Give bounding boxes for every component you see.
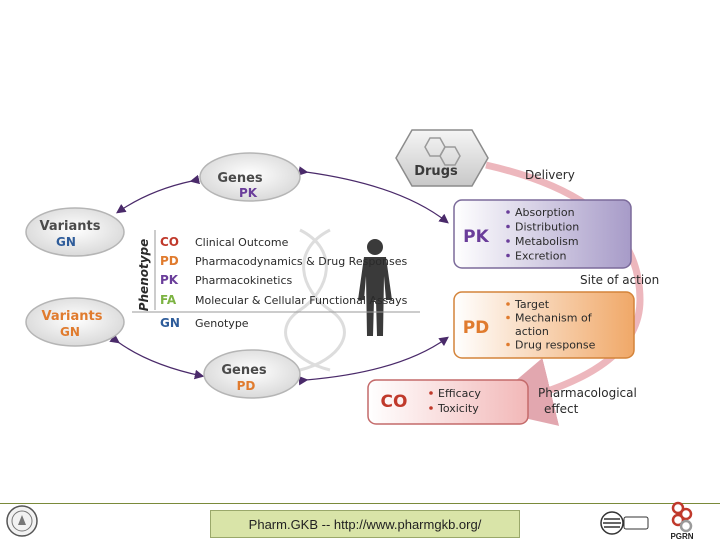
pk-box: PK AbsorptionDistributionMetabolismExcre… <box>453 199 632 269</box>
pgrn-logo-text: PGRN <box>670 532 693 540</box>
legend-text-gn: Genotype <box>195 317 249 330</box>
university-seal-icon <box>6 505 38 537</box>
pd-box-item: Mechanism of <box>515 312 593 325</box>
connector-arrows <box>109 166 449 386</box>
drugs-node: Drugs <box>395 129 489 187</box>
legend-abbr-pd: PD <box>160 254 179 268</box>
delivery-annotation: Delivery <box>525 168 575 182</box>
pk-box-bullet <box>506 224 510 229</box>
legend-text-co: Clinical Outcome <box>195 236 289 249</box>
pk-box-bullet <box>506 210 510 214</box>
legend-text-pd: Pharmacodynamics & Drug Responses <box>195 255 408 268</box>
dna-helix-decoration <box>284 228 346 372</box>
footer-divider <box>0 503 720 504</box>
drugs-label: Drugs <box>414 164 458 179</box>
arrow-genes-pk-variants <box>116 174 201 214</box>
legend-abbr-co: CO <box>160 235 179 249</box>
pd-box-abbr: PD <box>463 318 490 338</box>
co-box-item: Efficacy <box>438 387 481 400</box>
pd-box-item: Target <box>514 298 550 311</box>
arrow-variants-genes-pd <box>109 333 205 380</box>
variants-bottom-title: Variants <box>42 309 103 324</box>
genes-pd-title: Genes <box>221 363 267 378</box>
variants-top-title: Variants <box>40 219 101 234</box>
footer-link-box[interactable]: Pharm.GKB -- http://www.pharmgkb.org/ <box>210 510 520 538</box>
pk-box-bullet <box>506 253 510 258</box>
co-box-bullet <box>429 391 433 395</box>
legend-abbr-gn: GN <box>160 316 180 330</box>
pharmgkb-logo-icon <box>600 511 649 535</box>
pd-box-bullet <box>506 302 510 306</box>
variants-gn-top-node: Variants GN <box>25 207 125 257</box>
co-box-bullet <box>429 406 433 410</box>
genes-pd-node: Genes PD <box>203 349 301 399</box>
arrow-genes-pd-pd-box <box>298 336 449 386</box>
co-box-abbr: CO <box>381 392 408 412</box>
phenotype-label: Phenotype <box>137 239 151 312</box>
pk-box-item: Metabolism <box>515 235 579 248</box>
pd-box-item: Drug response <box>515 339 596 352</box>
pgrn-logo: PGRN <box>670 501 694 540</box>
pk-box-item: Absorption <box>515 206 575 219</box>
co-box-item: Toxicity <box>437 402 479 415</box>
effect-annotation: effect <box>544 402 579 416</box>
footer-link-text[interactable]: Pharm.GKB -- http://www.pharmgkb.org/ <box>248 516 482 532</box>
legend-text-fa: Molecular & Cellular Functional Assays <box>195 294 408 307</box>
pd-box-bullet <box>506 342 510 347</box>
delivery-arc <box>482 161 644 426</box>
pk-box-bullet <box>506 239 510 243</box>
site-of-action-annotation: Site of action <box>580 273 659 287</box>
genes-pk-title: Genes <box>217 171 263 186</box>
arrow-genes-pk-pk-box <box>298 166 449 224</box>
legend-abbr-pk: PK <box>160 273 179 287</box>
variants-bottom-sub: GN <box>60 325 80 339</box>
genes-pd-sub: PD <box>237 379 256 393</box>
pk-box-abbr: PK <box>463 227 489 247</box>
genes-pk-sub: PK <box>239 186 258 200</box>
pk-box-items: AbsorptionDistributionMetabolismExcretio… <box>506 206 579 263</box>
legend-text-pk: Pharmacokinetics <box>195 274 292 287</box>
pharmacological-annotation: Pharmacological <box>538 386 637 400</box>
molecule-icon <box>424 137 461 166</box>
pd-box-item: action <box>515 325 549 338</box>
pd-box-bullet <box>506 315 510 320</box>
pk-box-item: Excretion <box>515 250 566 263</box>
pk-box-item: Distribution <box>515 221 579 234</box>
variants-gn-bottom-node: Variants GN <box>25 297 125 347</box>
variants-top-sub: GN <box>56 235 76 249</box>
legend-abbr-fa: FA <box>160 293 177 307</box>
human-figure-icon <box>358 239 392 336</box>
genes-pk-node: Genes PK <box>199 152 301 202</box>
